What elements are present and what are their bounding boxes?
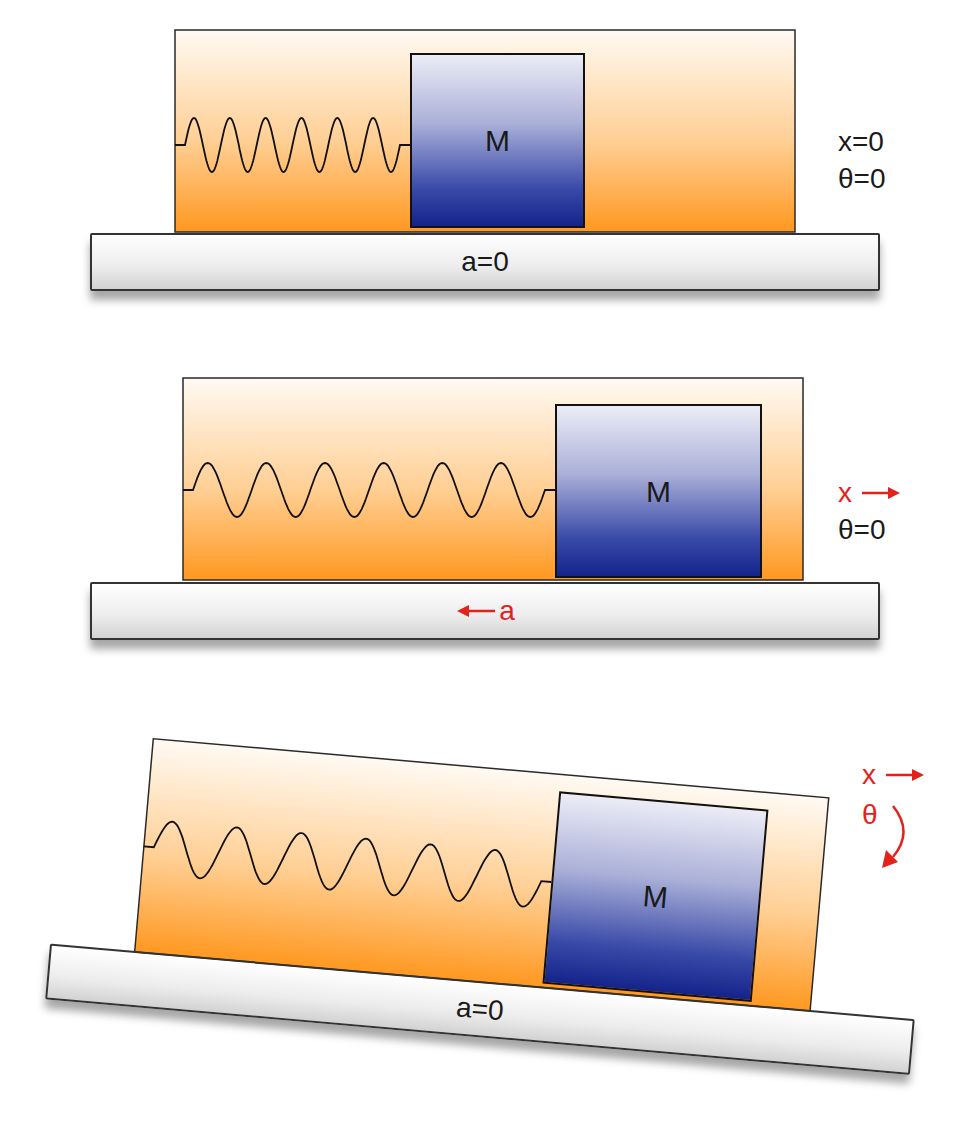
text-row: M <box>642 879 670 914</box>
theta-curve <box>893 806 904 857</box>
arrow-head <box>457 605 469 617</box>
state-label-text: θ=0 <box>838 515 886 546</box>
right-arrow <box>858 483 902 503</box>
acceleration-label: a=0 <box>455 992 505 1027</box>
acceleration-label: a <box>499 596 515 627</box>
state-label-text: θ=0 <box>838 164 886 195</box>
theta-head <box>882 850 898 868</box>
spring <box>175 118 410 172</box>
state-label-text: θ <box>862 800 878 831</box>
arrow-shaft <box>886 774 914 777</box>
text-row: a=0 <box>455 992 505 1027</box>
state-label-text: x <box>838 478 852 509</box>
state-label-text: x=0 <box>838 127 884 158</box>
mass-label: M <box>485 124 510 157</box>
base-plate: a <box>90 582 880 640</box>
mass-label: M <box>646 475 671 508</box>
arrow-head <box>912 769 924 781</box>
housing <box>183 378 803 580</box>
right-arrow <box>882 765 926 785</box>
acceleration-label: a=0 <box>461 247 509 278</box>
text-row: M <box>646 475 671 508</box>
proof-mass: M <box>542 791 768 1002</box>
arrow-shaft <box>862 492 890 495</box>
arrow-shaft <box>467 610 495 613</box>
state-label: θ=0 <box>838 164 886 195</box>
state-label: x <box>838 478 902 509</box>
state-label: θ <box>862 800 878 831</box>
state-label: x <box>862 760 926 791</box>
text-row: a <box>455 596 515 627</box>
text-row: a=0 <box>461 247 509 278</box>
state-label-text: x <box>862 760 876 791</box>
spring <box>142 819 554 908</box>
text-row: M <box>485 124 510 157</box>
arrow-head <box>888 487 900 499</box>
housing <box>175 30 795 232</box>
base-plate: a=0 <box>90 233 880 291</box>
state-label: θ=0 <box>838 515 886 546</box>
state-label: x=0 <box>838 127 884 158</box>
left-arrow <box>455 601 499 621</box>
mass-label: M <box>642 879 670 914</box>
spring <box>183 463 555 517</box>
proof-mass: M <box>410 53 585 228</box>
proof-mass: M <box>555 404 762 578</box>
